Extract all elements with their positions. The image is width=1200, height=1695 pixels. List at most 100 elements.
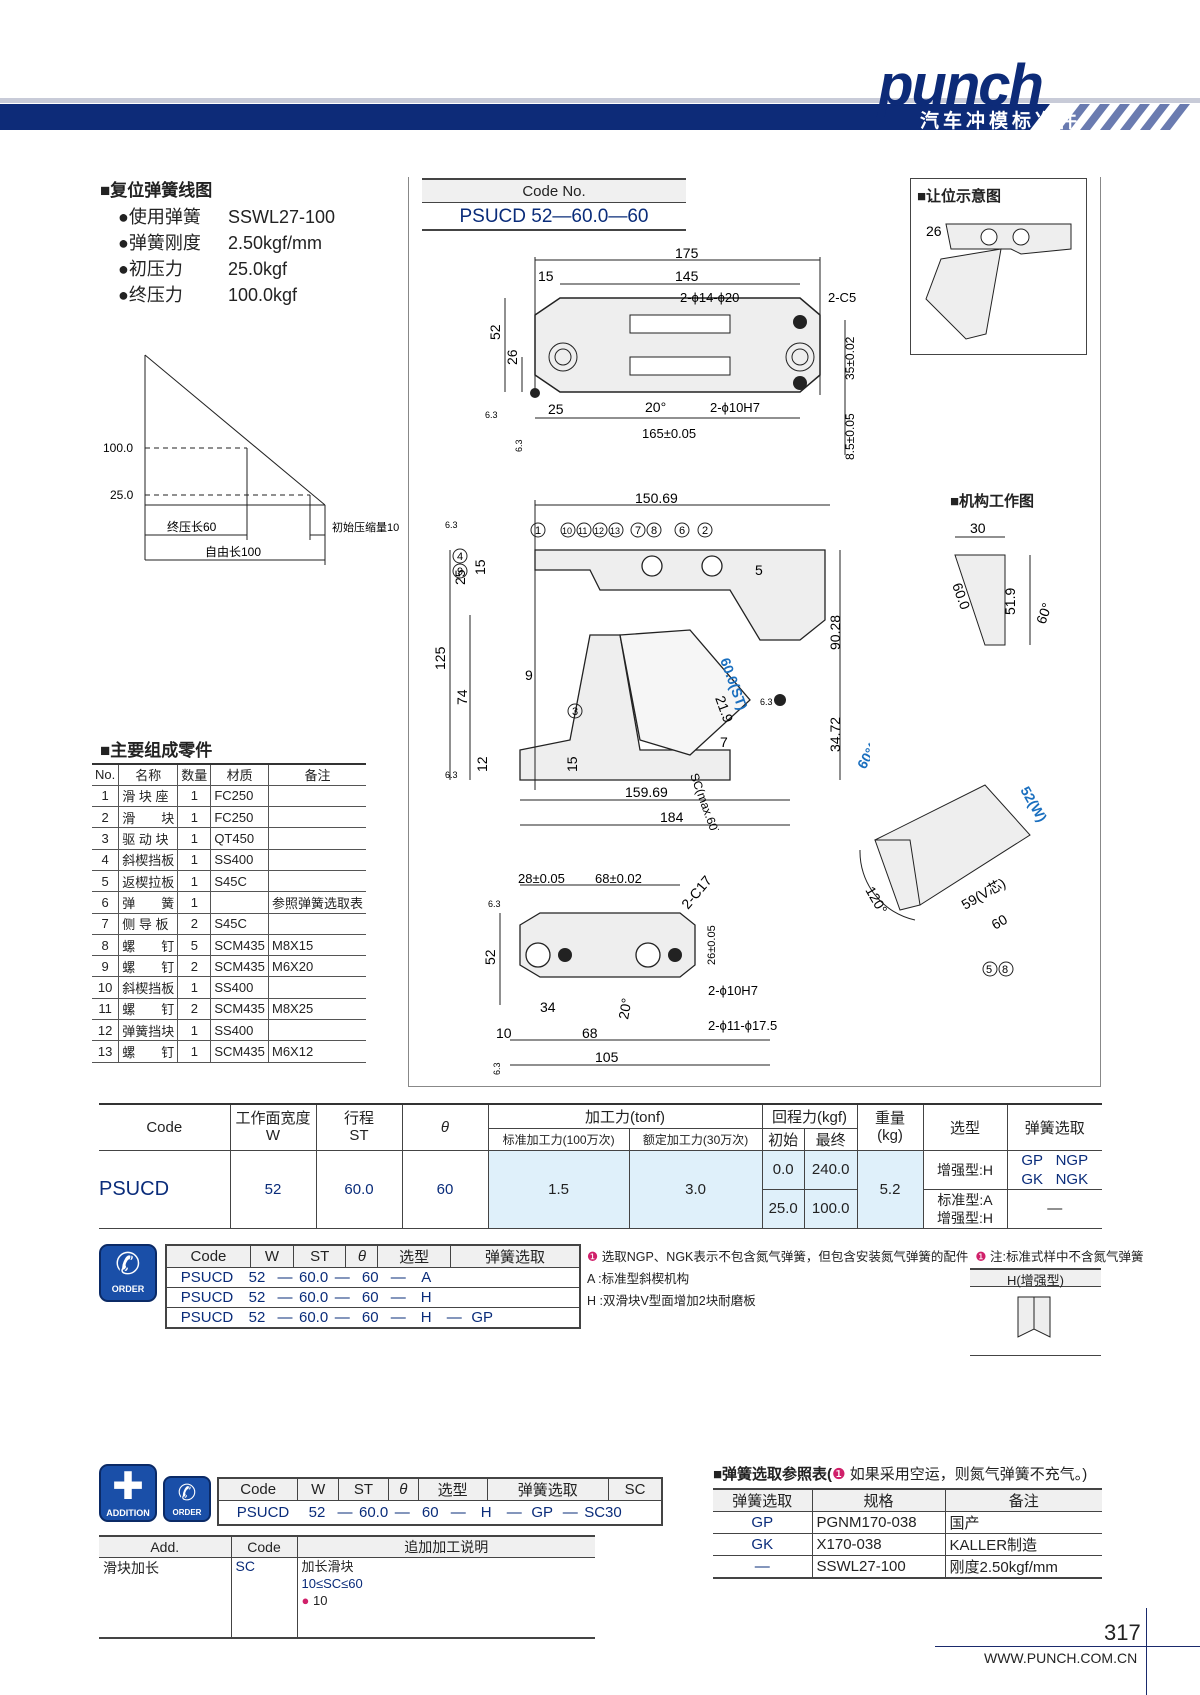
balloon: 4	[457, 551, 463, 563]
spec-st: 60.0	[315, 1149, 403, 1229]
curve-label: 初始压缩量10	[332, 520, 399, 534]
order-code-part: —	[390, 1269, 406, 1286]
order-col-header: 选型	[377, 1244, 451, 1268]
ret-h-final: 240.0	[803, 1149, 858, 1190]
addition-item: 滑块加长	[99, 1557, 232, 1638]
col-force-std: 标准加工力(100万次)	[488, 1127, 630, 1151]
parts-cell: 12	[92, 1019, 120, 1042]
order-code-part: —	[390, 1308, 406, 1326]
spec-force-rated: 3.0	[628, 1149, 763, 1229]
col-ret-init: 初始	[761, 1127, 805, 1151]
code-no-label: Code No.	[422, 178, 686, 203]
dim: 30	[970, 520, 986, 536]
dim: 25	[548, 401, 564, 417]
warning-icon: ❶	[975, 1250, 987, 1264]
parts-cell	[268, 806, 366, 829]
dim: 9	[525, 667, 533, 683]
spec-force-std: 1.5	[487, 1149, 630, 1229]
clearance-title: ■让位示意图	[917, 188, 1002, 205]
col-w: 工作面宽度 W	[229, 1103, 317, 1151]
col-type: 选型	[922, 1103, 1008, 1151]
dim: 52	[482, 949, 498, 965]
addition-icon: ✚ ADDITION	[99, 1464, 157, 1522]
header-band	[0, 98, 1200, 132]
parts-cell: 螺 钉	[118, 955, 179, 978]
balloon-circle	[674, 522, 690, 538]
mechanism-title: ■机构工作图	[950, 493, 1035, 510]
spring-none: —	[1006, 1188, 1102, 1229]
col-ret-final: 最终	[803, 1127, 857, 1151]
dim: 2-ϕ14-ϕ20	[680, 290, 739, 305]
spring-cell: X170-038	[811, 1533, 946, 1556]
note: 选取NGP、NGK表示不包含氮气弹簧，但包含安装氮气弹簧的配件	[601, 1250, 969, 1264]
spec-label: ●初压力	[118, 259, 183, 279]
col-header: 材质	[210, 762, 269, 786]
spring-curve-title: ■复位弹簧线图	[100, 181, 213, 200]
parts-cell: 7	[92, 913, 120, 935]
order-icon: ✆ ORDER	[99, 1244, 157, 1302]
dim: 59(V芯)	[959, 875, 1009, 913]
footer-url[interactable]: WWW.PUNCH.COM.CN	[984, 1650, 1138, 1666]
parts-cell: QT450	[210, 827, 269, 850]
balloon: 6	[679, 525, 685, 537]
order-code-part: 60.0	[299, 1289, 329, 1306]
parts-cell: 1	[92, 785, 120, 808]
h-type-figure: H(增强型)	[970, 1268, 1101, 1356]
parts-cell: 6	[92, 891, 120, 914]
spec-value: 2.50kgf/mm	[228, 233, 323, 253]
balloon: 1	[535, 525, 541, 537]
col-force-rated: 额定加工力(30万次)	[628, 1127, 763, 1151]
balloon-circle	[560, 522, 576, 538]
footer-hline	[935, 1646, 1200, 1647]
footer-vline	[1146, 1608, 1147, 1695]
col-return: 回程力(kgf)	[761, 1103, 858, 1129]
bottom-view-drawing: 28±0.05 68±0.02 2-C17 52 26±0.05 2-ϕ10H7…	[482, 871, 777, 1075]
balloon: 13	[610, 526, 620, 536]
parts-cell: 弹 簧	[118, 891, 179, 914]
addition-col-header: W	[297, 1477, 340, 1501]
addition-col-header: ST	[338, 1477, 389, 1501]
order-icon-label: ORDER	[111, 1284, 145, 1294]
warning-icon: ❶	[832, 1466, 846, 1483]
addition-code-part: PSUCD	[236, 1503, 290, 1521]
dim: 8.5±0.05	[843, 413, 857, 460]
parts-cell	[268, 976, 366, 999]
plus-icon: ✚	[112, 1466, 144, 1508]
parts-cell: 滑 块 座	[118, 785, 179, 808]
spec-theta: 60	[401, 1149, 489, 1229]
dim: 175	[675, 245, 699, 261]
roughness: 6.3	[488, 899, 501, 909]
balloon: 11	[578, 526, 587, 536]
parts-cell: FC250	[210, 806, 269, 829]
dim: 35±0.02	[843, 336, 857, 380]
spring-cell: 国产	[944, 1511, 1102, 1534]
order-code-part: —	[277, 1308, 293, 1326]
desc-line: 加长滑块	[301, 1559, 354, 1574]
parts-cell: 8	[92, 934, 120, 957]
desc-range: 10≤SC≤60	[301, 1576, 363, 1591]
y-tick: 25.0	[110, 488, 134, 502]
col-spring: 弹簧选取	[1006, 1103, 1102, 1151]
parts-cell: 1	[177, 827, 212, 850]
order-code-part: 60	[361, 1289, 379, 1306]
header-subtitle: 汽车冲模标准件	[920, 111, 1082, 132]
col-force: 加工力(tonf)	[487, 1103, 763, 1129]
spring-curve-graph: 100.0 25.0 终压长60 初始压缩量10 自由长100	[103, 354, 399, 565]
clearance-diagram: ■让位示意图 26	[910, 178, 1087, 355]
curve-label: 终压长60	[167, 519, 217, 534]
parts-cell: 10	[92, 976, 120, 999]
parts-cell: 4	[92, 849, 120, 871]
parts-cell: 11	[92, 998, 120, 1021]
parts-cell: SS400	[210, 849, 269, 871]
parts-cell: 1	[177, 870, 212, 893]
type-a-label: 标准型:A	[937, 1191, 993, 1208]
